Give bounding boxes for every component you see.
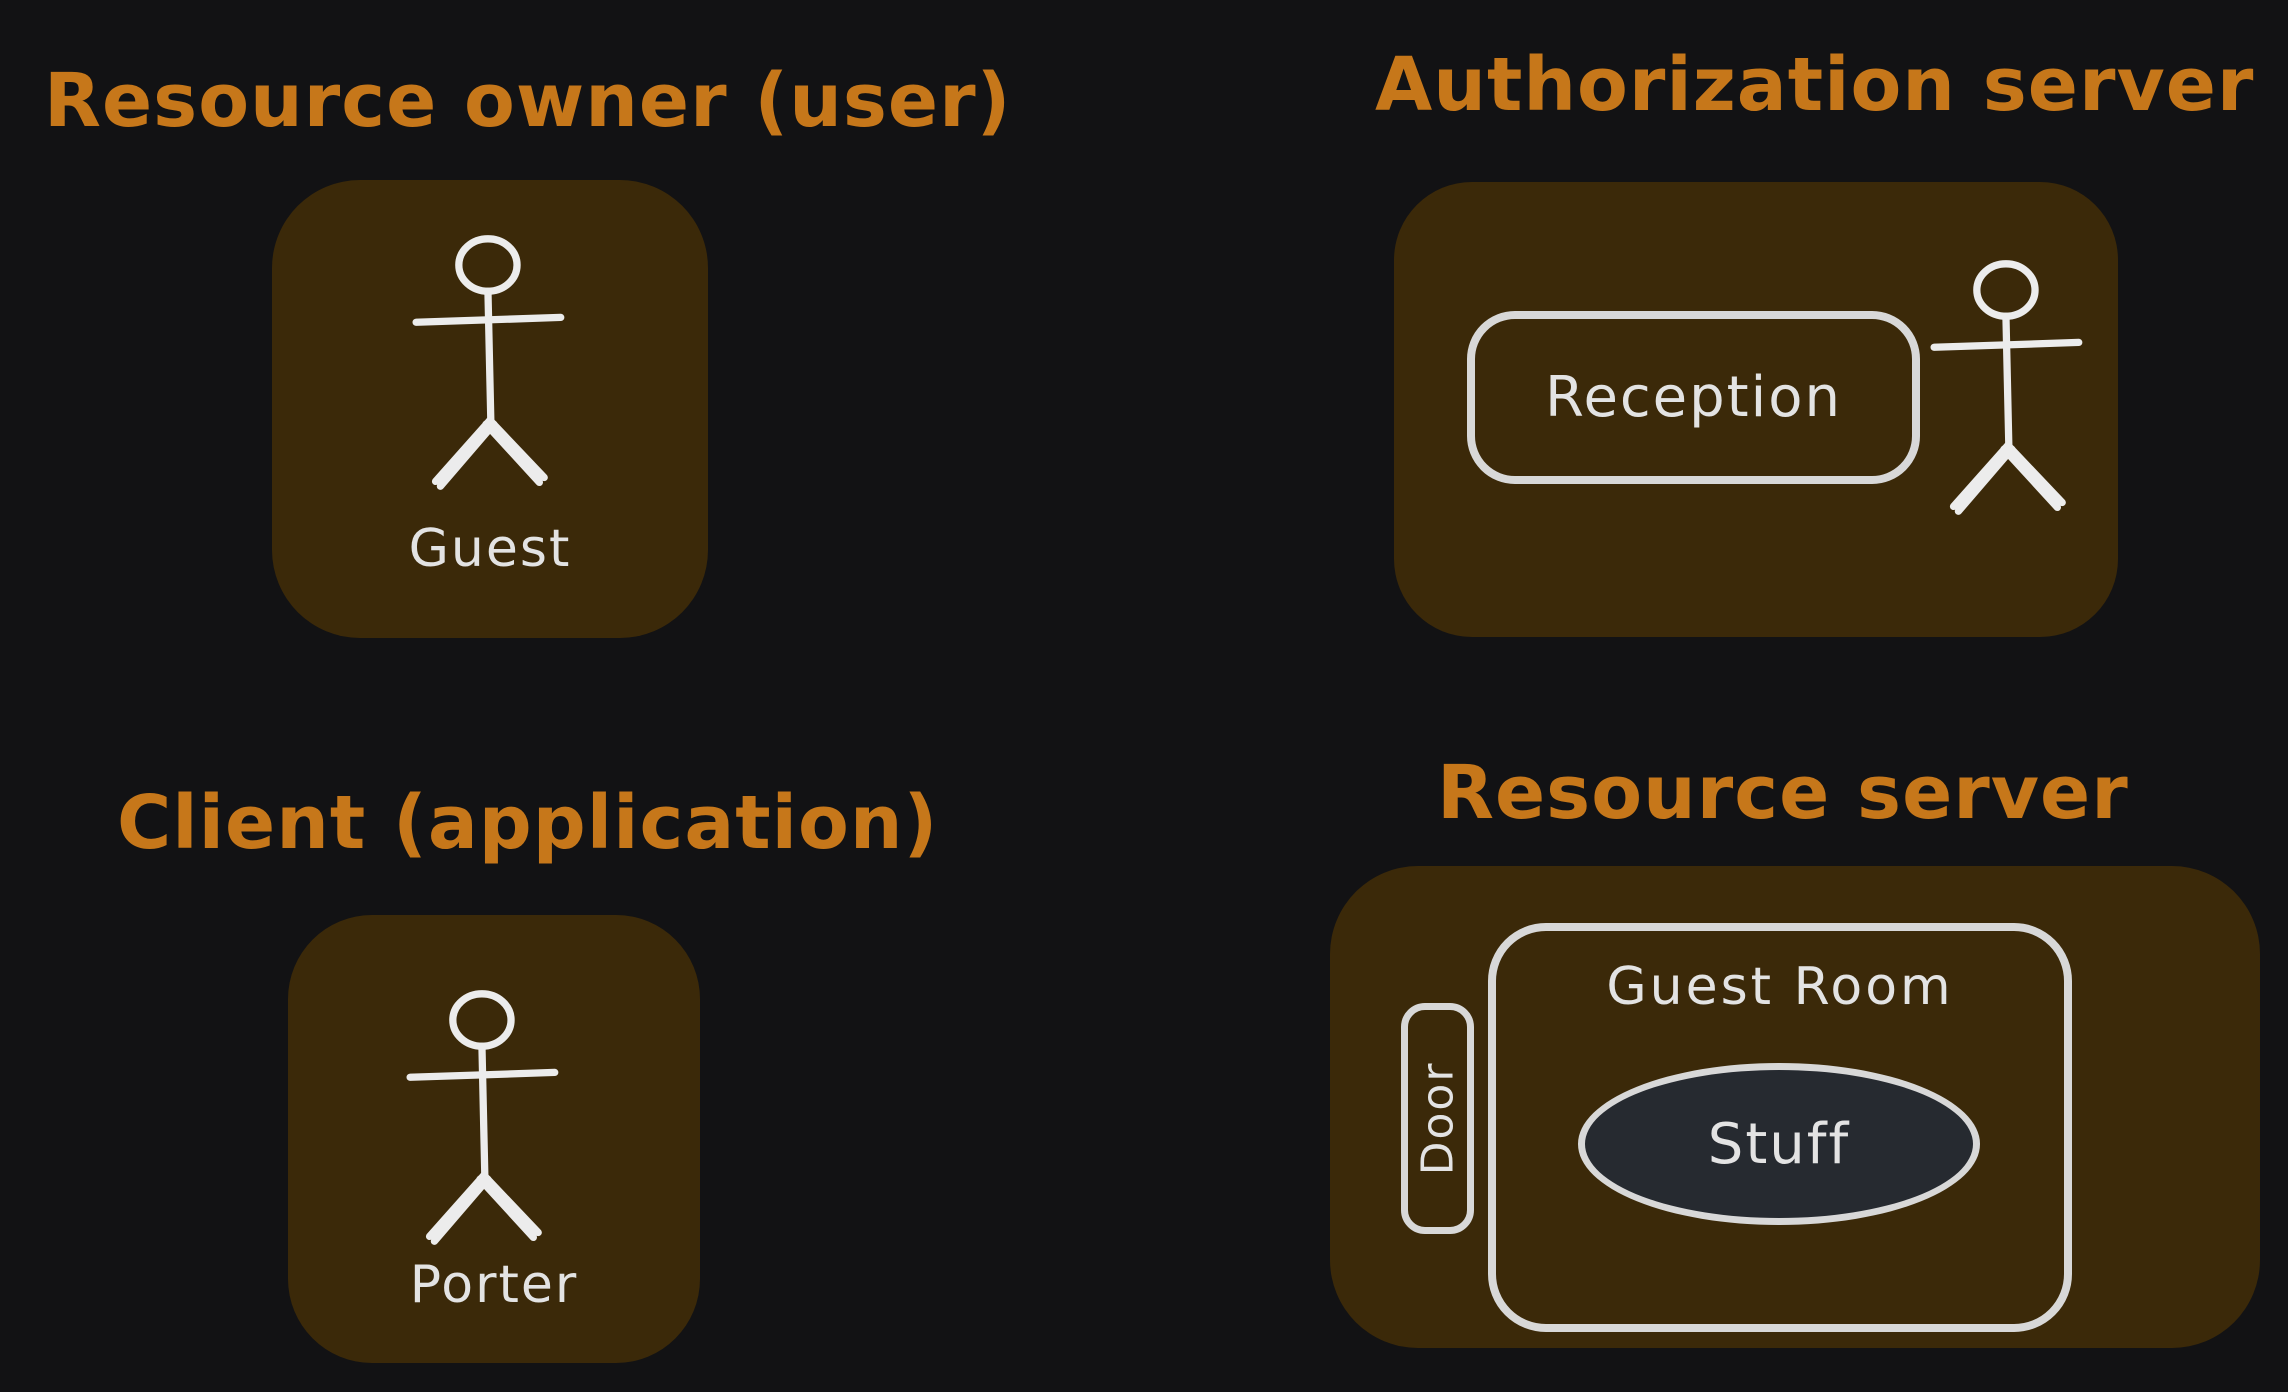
- guest-room-label: Guest Room: [1606, 957, 1954, 1017]
- guest-stick-figure-icon: [406, 233, 566, 495]
- receptionist-stick-figure-icon: [1924, 258, 2084, 520]
- door-label: Door: [1412, 1061, 1463, 1176]
- authorization-server-card: Reception: [1394, 182, 2118, 637]
- client-title: Client (application): [117, 780, 939, 866]
- resource-server-card: Guest Room Stuff Door: [1330, 866, 2260, 1348]
- porter-stick-figure-icon: [400, 988, 560, 1250]
- stuff-label: Stuff: [1707, 1111, 1851, 1177]
- resource-owner-card: Guest: [272, 180, 708, 638]
- stuff-ellipse: Stuff: [1578, 1063, 1980, 1225]
- resource-server-title: Resource server: [1437, 750, 2129, 836]
- reception-desk-box: Reception: [1467, 311, 1920, 484]
- porter-label: Porter: [409, 1255, 579, 1315]
- door-tab: Door: [1401, 1003, 1474, 1234]
- reception-label: Reception: [1545, 365, 1842, 430]
- guest-room-box: Guest Room Stuff: [1488, 923, 2072, 1332]
- authorization-server-title: Authorization server: [1375, 42, 2255, 128]
- guest-label: Guest: [408, 519, 572, 579]
- resource-owner-title: Resource owner (user): [44, 58, 1012, 144]
- client-card: Porter: [288, 915, 700, 1363]
